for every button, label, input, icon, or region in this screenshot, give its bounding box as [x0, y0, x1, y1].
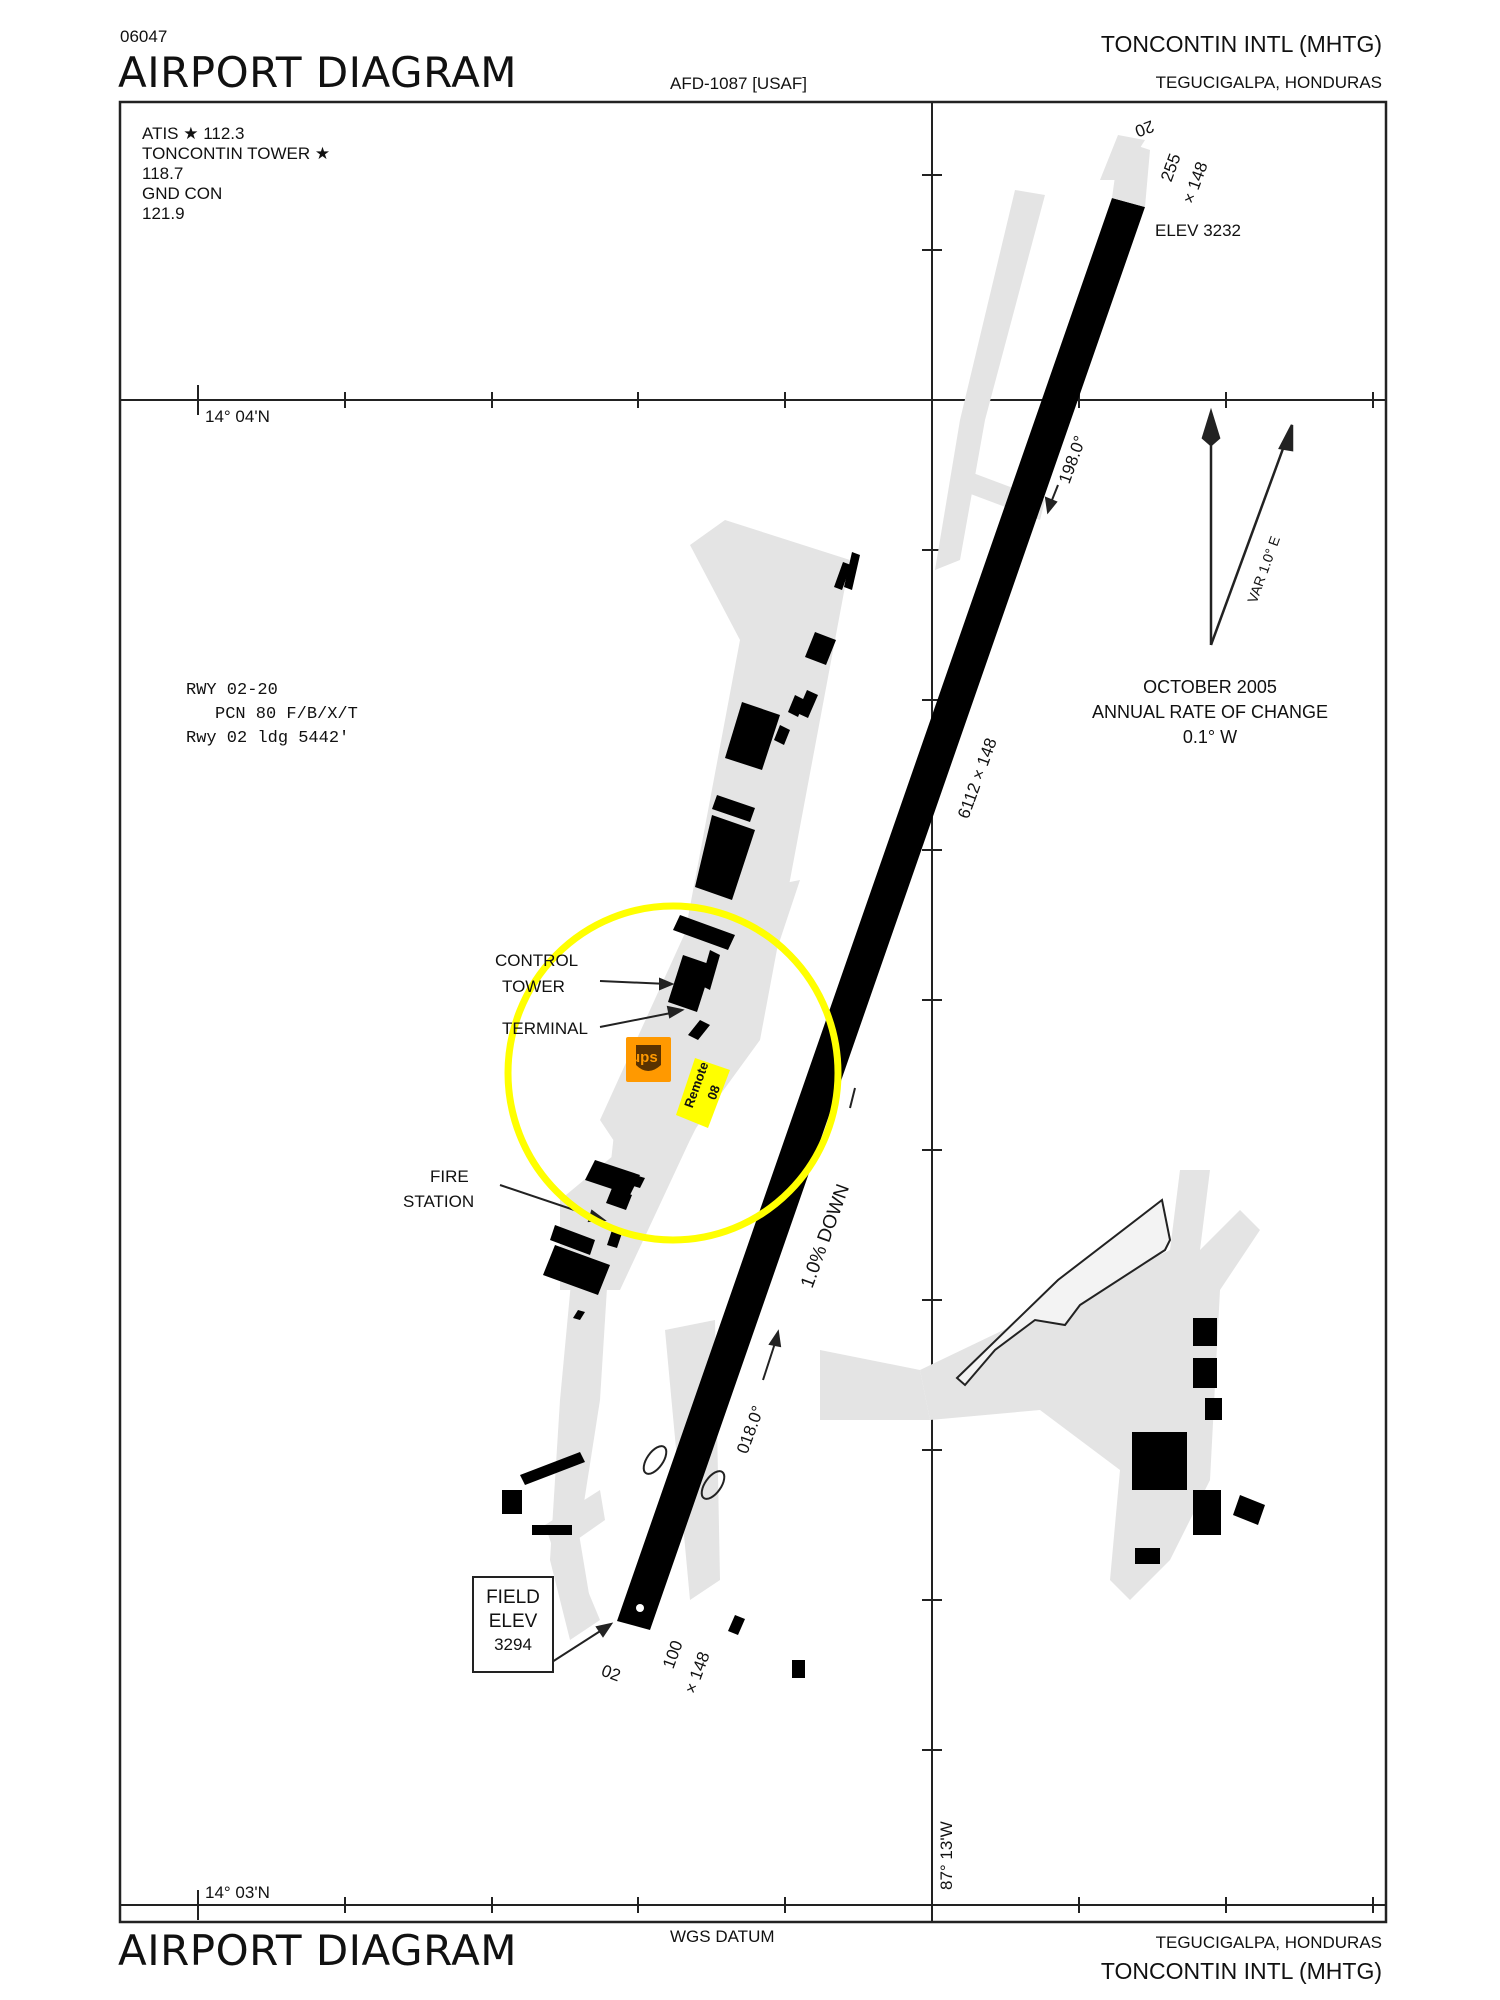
- magvar-date: OCTOBER 2005: [1143, 677, 1277, 697]
- taxiway-east-connector: [820, 1350, 930, 1420]
- location-footer: TEGUCIGALPA, HONDURAS: [1155, 1933, 1382, 1952]
- runway-20-elevation: ELEV 3232: [1155, 221, 1242, 240]
- chart-number: 06047: [120, 27, 168, 46]
- ups-shield-icon: [636, 1045, 661, 1071]
- ups-label: ups: [631, 1049, 658, 1066]
- field-elev-box: [472, 1576, 554, 1673]
- taxiway-parallel-north: [935, 190, 1045, 570]
- runway-02-20: [617, 198, 1145, 1630]
- afd-number: AFD-1087 [USAF]: [670, 74, 807, 93]
- footer-title: AIRPORT DIAGRAM: [118, 1926, 518, 1975]
- airport-name-header: TONCONTIN INTL (MHTG): [1100, 31, 1382, 57]
- latitude-bottom: 14° 03'N: [205, 1883, 270, 1902]
- fire-label: FIRE: [430, 1167, 469, 1186]
- longitude-label: 87° 13'W: [937, 1821, 956, 1890]
- highlight-circle: [504, 902, 842, 1244]
- location-header: TEGUCIGALPA, HONDURAS: [1155, 73, 1382, 92]
- tick-marks: [197, 174, 1374, 1920]
- runway-02-threshold-light: [636, 1604, 644, 1612]
- taxiway-parallel-south: [550, 1240, 610, 1640]
- field-elevation: 3294: [494, 1635, 532, 1654]
- tower-label: TONCONTIN TOWER ★: [142, 144, 331, 163]
- magvar-rate: 0.1° W: [1182, 727, 1238, 747]
- hatched-area-east: [955, 1198, 1172, 1387]
- north-arrow-group: [1201, 407, 1294, 646]
- runway-20-blast-pad: [1112, 140, 1150, 207]
- atis-frequency: ATIS ★ 112.3: [142, 124, 245, 143]
- wind-cones: [642, 1445, 726, 1500]
- arrow-018: [762, 1339, 777, 1381]
- rwy-info-line1: RWY 02-20: [186, 681, 278, 700]
- field-label: FIELD: [486, 1587, 540, 1608]
- tower-label-map: TOWER: [502, 977, 565, 996]
- datum-label: WGS DATUM: [670, 1927, 775, 1946]
- true-north-arrowhead: [1201, 407, 1221, 447]
- terminal-label: TERMINAL: [502, 1019, 588, 1038]
- taxiway-connector-south: [545, 1490, 605, 1555]
- rwy-info-line3: Rwy 02 ldg 5442': [186, 729, 350, 748]
- apron-east: [920, 1170, 1260, 1600]
- ground-frequency: 121.9: [142, 204, 185, 223]
- station-label: STATION: [403, 1192, 475, 1211]
- header-title: AIRPORT DIAGRAM: [118, 48, 518, 97]
- ground-label: GND CON: [142, 184, 223, 203]
- rwy-info-line2: PCN 80 F/B/X/T: [215, 705, 358, 724]
- elev-label: ELEV: [488, 1611, 538, 1632]
- magnetic-north-arrowhead: [1278, 424, 1294, 452]
- magvar-rate-label: ANNUAL RATE OF CHANGE: [1091, 702, 1329, 722]
- latitude-top: 14° 04'N: [205, 407, 270, 426]
- airport-name-footer: TONCONTIN INTL (MHTG): [1100, 1958, 1382, 1984]
- tower-frequency: 118.7: [142, 164, 184, 183]
- buildings: [502, 552, 1265, 1678]
- diagram-frame: [118, 100, 1388, 1924]
- control-label: CONTROL: [495, 951, 579, 970]
- remote-08-tag: [676, 1058, 730, 1128]
- frequencies-block: ATIS ★ 112.3 TONCONTIN TOWER ★ 118.7 GND…: [142, 124, 442, 224]
